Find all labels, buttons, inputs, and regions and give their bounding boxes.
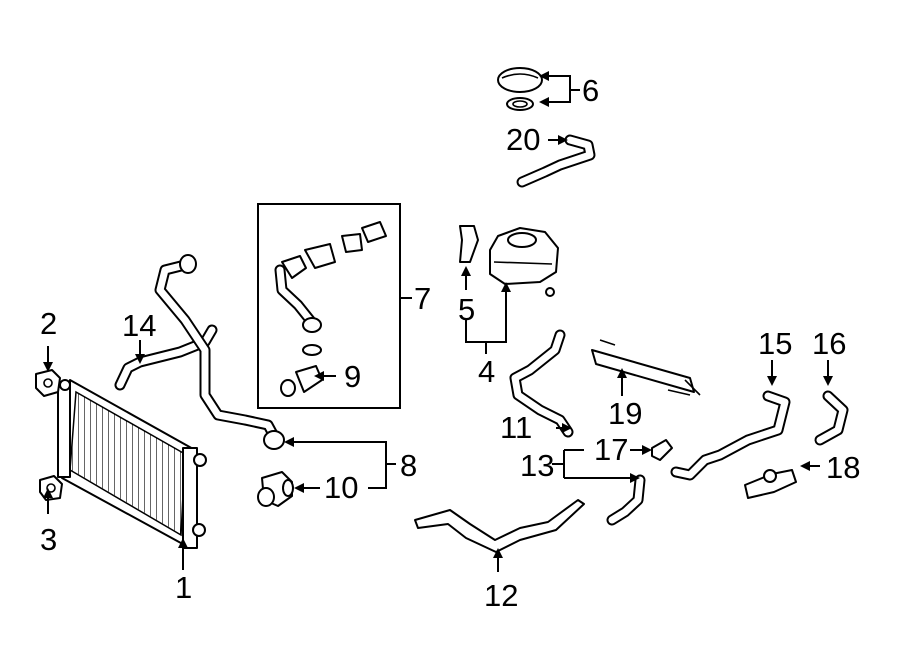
callout-12: 12 <box>484 578 518 613</box>
reservoir-4-part <box>489 227 559 297</box>
callout-6: 6 <box>582 73 599 108</box>
hose-20-part <box>516 134 596 188</box>
pipe-11-part <box>509 329 574 438</box>
callout-8: 8 <box>400 448 417 483</box>
callout-1: 1 <box>175 570 192 605</box>
hose-16-part <box>814 390 849 446</box>
radiator-part <box>57 379 207 549</box>
callout-18: 18 <box>826 450 860 485</box>
upper-bracket-part <box>35 369 61 397</box>
hose-assembly-7-part <box>274 221 387 333</box>
hose-14-part <box>114 324 218 391</box>
fitting-9-part <box>280 344 323 397</box>
callout-11: 11 <box>500 410 532 445</box>
valve-18-part <box>744 469 797 499</box>
hose-assembly-box <box>257 203 401 409</box>
leader-lines <box>43 71 833 572</box>
callout-14: 14 <box>122 308 156 343</box>
fitting-17-part <box>651 439 673 461</box>
callout-15: 15 <box>758 326 792 361</box>
bracket-5-part <box>459 225 479 263</box>
callout-2: 2 <box>40 306 57 341</box>
upper-radiator-hose-part <box>154 254 285 450</box>
bracket-12-part <box>414 499 585 553</box>
callout-20: 20 <box>506 122 540 157</box>
callout-9: 9 <box>344 359 361 394</box>
callout-4: 4 <box>478 354 495 389</box>
callout-10: 10 <box>324 470 358 505</box>
callout-13: 13 <box>520 448 554 483</box>
elbow-connector-10-part <box>257 471 294 507</box>
cap-6-part <box>497 67 543 111</box>
callout-7: 7 <box>414 281 431 316</box>
hose-13-part <box>606 474 646 526</box>
callout-3: 3 <box>40 522 57 557</box>
callout-16: 16 <box>812 326 846 361</box>
hose-15-part <box>670 390 791 481</box>
callout-17: 17 <box>594 432 628 467</box>
callout-5: 5 <box>458 292 475 327</box>
callout-19: 19 <box>608 396 642 431</box>
pipe-rail-19-part <box>591 339 701 396</box>
